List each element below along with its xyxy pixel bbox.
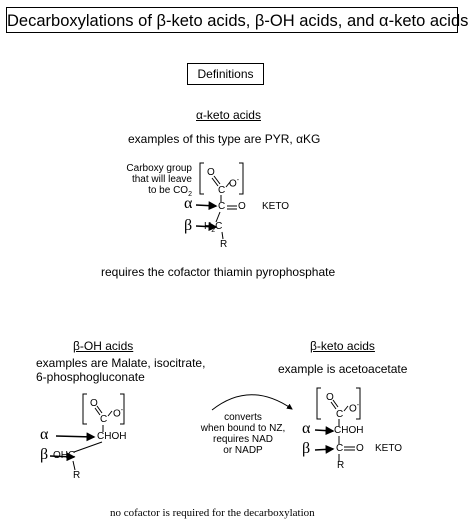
- ak-alpha-arrow: [195, 201, 218, 211]
- carboxy-note-line3: to be CO: [148, 185, 189, 196]
- bk-bond-ominus: [343, 405, 349, 412]
- bo-beta-arrow: [49, 452, 76, 462]
- bk-carbon-top: C: [336, 409, 344, 420]
- ak-carboxyl-ominus: O-: [229, 177, 240, 190]
- beta-keto-heading: β-keto acids: [310, 339, 375, 353]
- bo-alpha-group: CHOH: [97, 431, 127, 442]
- alpha-keto-heading: α-keto acids: [196, 108, 261, 122]
- ak-r-label: R: [220, 239, 228, 250]
- ak-bond-beta-r: [221, 231, 224, 240]
- carboxy-note-line1: Carboxy group: [126, 163, 192, 174]
- bo-alpha-label: α: [40, 426, 49, 443]
- bk-carboxyl-o: O: [326, 392, 334, 403]
- ak-bond-o-double-a: [211, 177, 219, 187]
- ak-keto-label: KETO: [262, 201, 290, 212]
- conversion-arrow: [211, 394, 293, 411]
- ak-carboxyl-o: O: [207, 167, 215, 178]
- bo-bracket-left: [82, 393, 87, 425]
- bk-alpha-arrow: [314, 426, 335, 436]
- beta-oh-examples-line2: 6-phosphogluconate: [36, 370, 145, 384]
- carboxy-note: Carboxy group that will leave to be CO2: [120, 163, 192, 200]
- beta-keto-examples: example is acetoacetate: [278, 362, 408, 376]
- conversion-line1: converts: [224, 412, 262, 423]
- conversion-line3: requires NAD: [212, 434, 274, 445]
- bk-beta-c: C: [336, 443, 344, 454]
- ak-beta-label: β: [184, 217, 193, 234]
- ak-bracket-left: [199, 162, 204, 195]
- bo-carboxyl-ominus: O-: [113, 407, 124, 420]
- ak-alpha-carbon: C: [218, 201, 226, 212]
- bk-alpha-label: α: [302, 420, 311, 437]
- carboxy-note-subscript: 2: [188, 191, 192, 198]
- ak-beta-arrow: [195, 222, 218, 232]
- footer-note: no cofactor is required for the decarbox…: [110, 507, 315, 519]
- bo-bracket-right: [120, 393, 125, 425]
- bk-alpha-group: CHOH: [334, 425, 364, 436]
- bo-bond-o-double-b: [96, 405, 103, 414]
- bo-bond-beta-r: [72, 460, 76, 471]
- bo-bond-c-beta: [73, 441, 103, 453]
- bo-carboxyl-o: O: [90, 398, 98, 409]
- carboxy-note-line2: that will leave: [131, 174, 192, 185]
- definitions-label: Definitions: [187, 63, 264, 85]
- bk-bond-o-double-b: [332, 399, 339, 408]
- ak-bracket-right: [239, 162, 244, 195]
- conversion-note: converts when bound to NZ, requires NAD …: [198, 412, 288, 456]
- conversion-line4: or NADP: [223, 445, 263, 456]
- bk-bracket-right: [356, 387, 361, 420]
- bo-beta-label: β: [40, 446, 49, 463]
- bk-bond-o-double-a: [330, 401, 337, 410]
- bo-alpha-arrow: [55, 432, 96, 442]
- ak-keto-o: O: [238, 201, 246, 212]
- alpha-keto-examples: examples of this type are PYR, αKG: [128, 132, 321, 146]
- bk-beta-arrow: [314, 444, 335, 454]
- ak-carbon-top: C: [218, 185, 226, 196]
- ak-bond-c-beta: [215, 211, 221, 223]
- bo-bond-o-double-a: [94, 407, 101, 416]
- alpha-keto-cofactor: requires the cofactor thiamin pyrophosph…: [101, 265, 336, 279]
- page-title: Decarboxylations of β-keto acids, β-OH a…: [6, 7, 468, 33]
- bo-bond-ominus: [107, 410, 113, 417]
- conversion-line2: when bound to NZ,: [200, 423, 286, 434]
- bk-carboxyl-ominus: O-: [349, 402, 360, 415]
- ak-bond-o-double-b: [213, 175, 221, 185]
- bk-r-label: R: [337, 460, 345, 471]
- bk-beta-label: β: [302, 440, 311, 457]
- beta-oh-examples-line1: examples are Malate, isocitrate,: [36, 356, 206, 370]
- beta-oh-heading: β-OH acids: [73, 339, 134, 353]
- ak-bond-ominus: [225, 181, 231, 188]
- bo-r-label: R: [73, 470, 81, 481]
- bo-carbon-top: C: [100, 414, 108, 425]
- bk-keto-label: KETO: [375, 443, 403, 454]
- bk-bracket-left: [316, 387, 321, 420]
- ak-alpha-label: α: [184, 195, 193, 212]
- bk-keto-o: O: [356, 443, 364, 454]
